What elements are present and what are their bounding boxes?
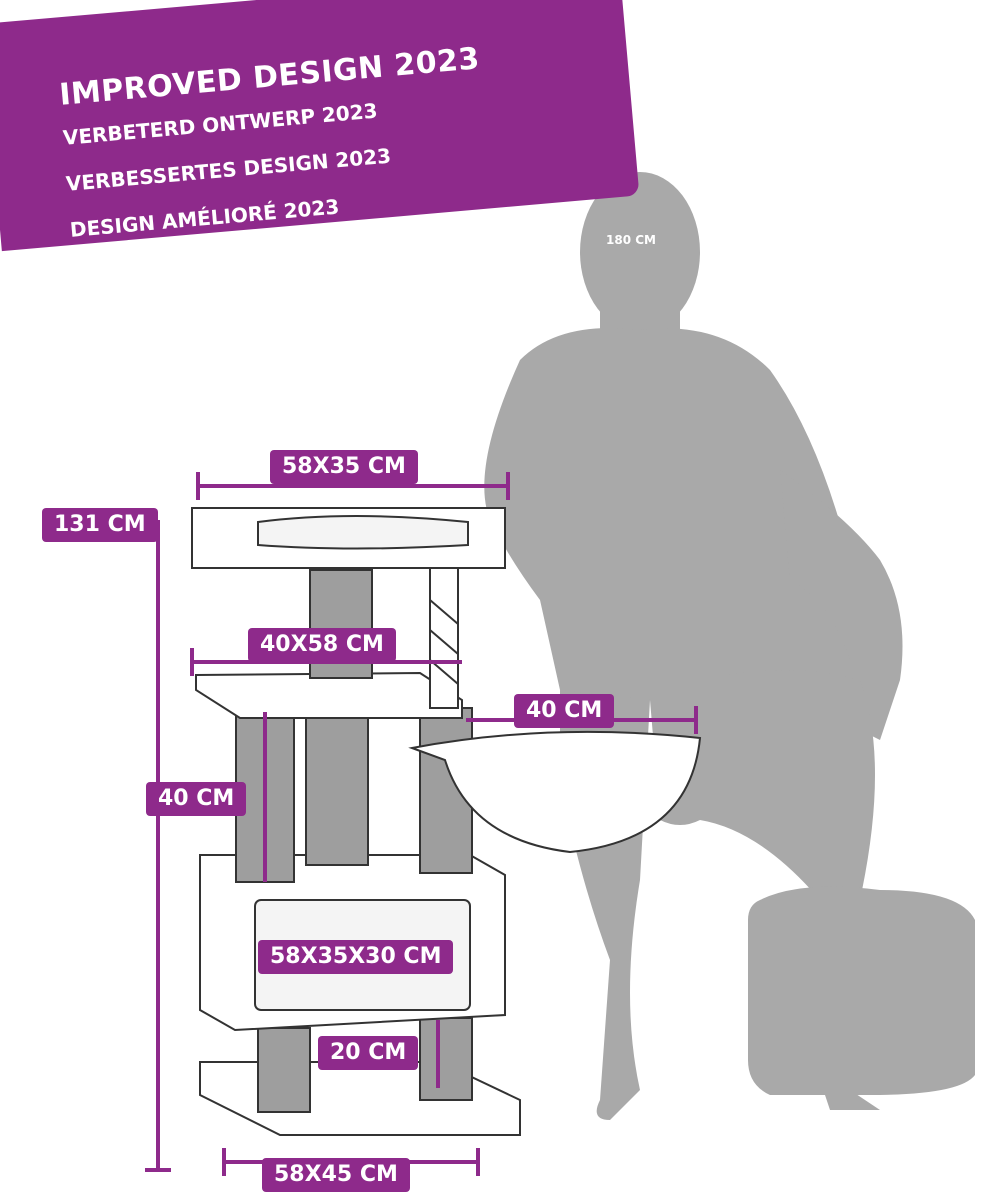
total-height-dimension: 131 CM (42, 508, 158, 542)
person-silhouette (484, 172, 975, 1120)
middle-platform-dimension: 40X58 CM (248, 628, 396, 662)
middle-platform (195, 671, 463, 719)
middle-post-height-dimension: 40 CM (146, 782, 247, 816)
middle-post (305, 709, 369, 866)
sisal-rope (429, 567, 459, 709)
cave-dimension: 58X35X30 CM (258, 940, 454, 974)
hammock (408, 730, 702, 854)
person-height-label: 180 CM (606, 233, 656, 247)
lower-post (419, 1017, 473, 1101)
lower-post-height-dimension: 20 CM (318, 1036, 419, 1070)
lower-post (257, 1027, 311, 1113)
hammock-dimension: 40 CM (514, 694, 615, 728)
top-platform-dimension: 58X35 CM (270, 450, 418, 484)
base-dimension: 58X45 CM (262, 1158, 410, 1192)
